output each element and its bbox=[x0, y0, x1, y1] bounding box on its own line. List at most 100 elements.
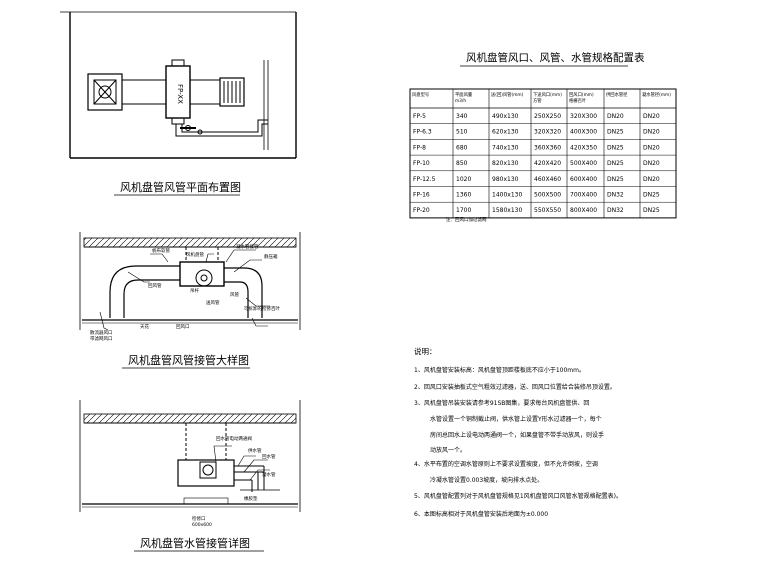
table-title: 风机盘管风口、风管、水管规格配置表 bbox=[466, 51, 645, 64]
table-cell: 360X360 bbox=[534, 144, 561, 151]
table-cell: 490x130 bbox=[492, 113, 519, 120]
note-line: 6、本图标高相对于风机盘管安装后地面为±0.000 bbox=[414, 510, 548, 518]
table-header-cell: 下送风口(mm) bbox=[533, 91, 562, 98]
water-callouts: 回水管电动两通阀 供水管 回水管 凝水管 橡胶垫 检修口 600x600 bbox=[192, 435, 276, 528]
table-cell: FP-20 bbox=[413, 207, 430, 214]
table-cell: DN20 bbox=[643, 176, 660, 183]
table-cell: FP-12.5 bbox=[413, 176, 436, 183]
table-header-cell: 回风口(mm) bbox=[569, 92, 594, 98]
callout-plenum: 静压箱 bbox=[264, 253, 278, 260]
table-cell: 850 bbox=[456, 160, 468, 167]
note-line: 3、风机盘管吊装安装请参考91SB图集，要求每台风机盘管供、回 bbox=[414, 399, 589, 407]
table-cell: 500X500 bbox=[534, 192, 561, 199]
table-cell: DN25 bbox=[607, 144, 624, 151]
table-cell: DN20 bbox=[643, 129, 660, 136]
callout-condensate: 凝水管接管 bbox=[236, 243, 259, 250]
table-cell: 500X400 bbox=[570, 160, 597, 167]
table-cell: 1360 bbox=[456, 192, 471, 199]
table-header-cell: 风盘型号 bbox=[412, 91, 429, 98]
callout-return-pipe: 回水管 bbox=[262, 453, 276, 460]
callout-diffuser: 散流器风口 bbox=[90, 329, 113, 336]
table-cell: FP-5 bbox=[413, 113, 426, 120]
callout-hanger: 吊杆 bbox=[190, 287, 199, 294]
duct-callouts: 帆布软管 风机盘管 凝水管接管 回风管 风管 静压箱 吊杆 送风管 天花 回风口… bbox=[90, 243, 280, 342]
table-cell: 400X300 bbox=[570, 129, 597, 136]
table-note: 注：回风口加过滤网 bbox=[446, 216, 487, 223]
spec-table: 风盘型号平面风量m3/h送(回)风管(mm)下送风口(mm)方管回风口(mm)格… bbox=[409, 88, 677, 219]
water-detail-title: 风机盘管水管接管详图 bbox=[140, 536, 250, 550]
table-cell: DN20 bbox=[643, 144, 660, 151]
table-cell: 250X250 bbox=[534, 113, 561, 120]
table-cell: FP-10 bbox=[413, 160, 430, 167]
table-cell: FP-8 bbox=[413, 144, 426, 151]
table-header-cell: m3/h bbox=[455, 98, 466, 104]
table-cell: DN32 bbox=[607, 207, 624, 214]
table-cell: 680 bbox=[456, 144, 468, 151]
table-cell: DN25 bbox=[643, 207, 660, 214]
callout-fcu: 风机盘管 bbox=[186, 251, 204, 258]
table-cell: 460X460 bbox=[534, 176, 561, 183]
note-line: 房间总回水上设电动两通阀一个，如果盘管不带手动放风，则设手 bbox=[430, 431, 604, 439]
table-cell: 800X400 bbox=[570, 207, 597, 214]
callout-access-opening: 检修口 bbox=[192, 515, 206, 522]
callout-condensate-pipe: 凝水管 bbox=[262, 471, 276, 478]
note-line: 冷凝水管设置0.003坡度，坡向排水点处。 bbox=[430, 476, 543, 484]
note-line: 1、风机盘管安装标高：风机盘管顶距楼板底不应小于100mm。 bbox=[414, 366, 585, 374]
notes-heading: 说明： bbox=[414, 346, 437, 356]
table-cell: DN20 bbox=[607, 113, 624, 120]
note-line: 2、回风口安装抽板式空气粗效过滤器，送、回风口位置给合装修吊顶设置。 bbox=[414, 383, 616, 391]
callout-motor-valve: 回水管电动两通阀 bbox=[216, 435, 252, 442]
table-cell: DN25 bbox=[607, 176, 624, 183]
callout-filter-grille: 带滤网风口 bbox=[90, 335, 113, 342]
callout-duct: 风管 bbox=[230, 291, 239, 298]
table-cell: DN20 bbox=[643, 113, 660, 120]
note-line: 水管设置一个铜制截止阀，供水管上设置Y形水过滤器一个，每个 bbox=[430, 415, 602, 423]
water-detail bbox=[79, 400, 301, 512]
table-cell: 340 bbox=[456, 113, 468, 120]
callout-rubber-pad: 橡胶垫 bbox=[244, 495, 258, 502]
note-line: 4、水平布置的空调水管原则上不要求设置坡度，但不允许倒坡，空调 bbox=[414, 460, 598, 468]
callout-canvas-hose: 帆布软管 bbox=[152, 247, 170, 254]
table-cell: 420X350 bbox=[570, 144, 597, 151]
note-line: 动放风一个。 bbox=[430, 446, 466, 454]
table-cell: 550X550 bbox=[534, 207, 561, 214]
table-cell: 320X300 bbox=[570, 113, 597, 120]
table-cell: 1700 bbox=[456, 207, 471, 214]
table-cell: 420X420 bbox=[534, 160, 561, 167]
table-cell: DN25 bbox=[607, 129, 624, 136]
table-cell: DN25 bbox=[607, 160, 624, 167]
note-line: 5、风机盘管配置列对于风机盘管规格见1风机盘管风口风管水管规格配置表)。 bbox=[414, 492, 622, 500]
callout-access-louver: 可拆卸的检修百叶 bbox=[244, 305, 280, 312]
table-cell: 820x130 bbox=[492, 160, 519, 167]
plan-unit-label: FP-XX bbox=[176, 84, 184, 104]
callout-supply-pipe: 供水管 bbox=[248, 447, 262, 454]
table-cell: 320X320 bbox=[534, 129, 561, 136]
table-cell: 1020 bbox=[456, 176, 471, 183]
table-header-cell: 送(回)风管(mm) bbox=[491, 91, 524, 98]
duct-detail bbox=[79, 232, 301, 331]
access-size: 600x600 bbox=[192, 522, 212, 528]
table-cell: DN25 bbox=[643, 192, 660, 199]
callout-return-grille: 回风口 bbox=[176, 324, 190, 330]
notes: 1、风机盘管安装标高：风机盘管顶距楼板底不应小于100mm。 2、回风口安装抽板式… bbox=[414, 366, 622, 518]
table-cell: 1580x130 bbox=[492, 207, 522, 214]
table-cell: 700X400 bbox=[570, 192, 597, 199]
table-cell: 980x130 bbox=[492, 176, 519, 183]
plan-title: 风机盘管风管平面布置图 bbox=[120, 180, 241, 194]
callout-ceiling: 天花 bbox=[140, 323, 149, 330]
callout-return-duct: 回风管 bbox=[148, 282, 162, 289]
table-cell: 1400x130 bbox=[492, 192, 522, 199]
table-cell: 740x130 bbox=[492, 144, 519, 151]
table-cell: DN20 bbox=[643, 160, 660, 167]
table-header-cell: 平面风量 bbox=[455, 91, 473, 98]
table-cell: DN32 bbox=[607, 192, 624, 199]
table-header-cell: 格栅百叶 bbox=[569, 97, 587, 104]
callout-supply-duct: 送风管 bbox=[206, 299, 220, 306]
table-cell: FP-16 bbox=[413, 192, 430, 199]
table-header-cell: 凝水管径(mm) bbox=[642, 91, 671, 98]
table-cell: FP-6.3 bbox=[413, 129, 432, 136]
table-cell: 620x130 bbox=[492, 129, 519, 136]
table-cell: 510 bbox=[456, 129, 468, 136]
